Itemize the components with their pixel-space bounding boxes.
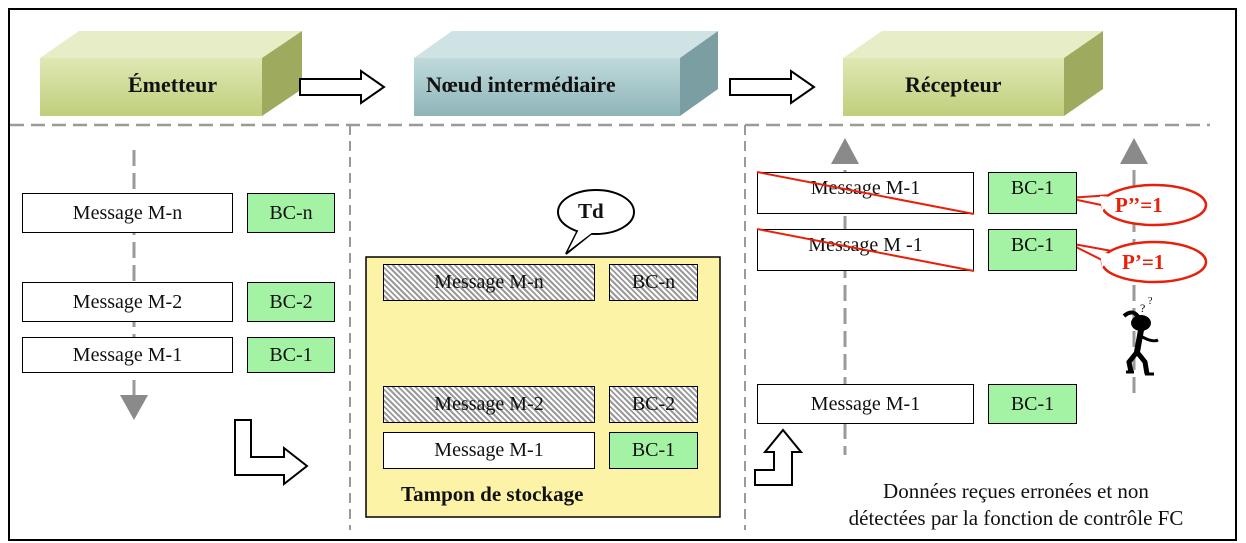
buffer-bc-n: BC-n	[609, 264, 698, 301]
probability-callout-bottom	[1067, 240, 1208, 284]
sender-message-mn: Message M-n	[22, 193, 233, 233]
buffer-title: Tampon de stockage	[401, 482, 584, 506]
receiver-note-line1: Données reçues erronées et non	[883, 479, 1149, 503]
probability-p1: P’=1	[1122, 250, 1165, 274]
diagram-frame	[8, 8, 1237, 541]
bent-arrow-to-receiver-icon	[754, 428, 804, 486]
arrow-noeud-to-recepteur-icon	[729, 69, 816, 105]
sender-bc-2: BC-2	[247, 282, 335, 322]
sender-message-m1: Message M-1	[22, 337, 233, 373]
buffer-message-mn: Message M-n	[383, 264, 595, 301]
svg-text:?: ?	[1148, 296, 1153, 307]
receiver-bc-ok: BC-1	[988, 384, 1077, 424]
sender-bc-n: BC-n	[247, 193, 335, 233]
arrow-emetteur-to-noeud-icon	[299, 69, 386, 105]
emetteur-label: Émetteur	[128, 72, 218, 97]
svg-text:?: ?	[1140, 301, 1145, 315]
td-label: Td	[578, 199, 604, 223]
noeud-label: Nœud intermédiaire	[426, 72, 616, 97]
receiver-note: Données reçues erronées et non détectées…	[806, 478, 1226, 532]
buffer-message-m2: Message M-2	[383, 386, 595, 423]
sender-bc-1: BC-1	[247, 337, 335, 373]
sender-flow-arrow-icon	[120, 150, 148, 420]
buffer-bc-1: BC-1	[609, 432, 698, 469]
emetteur-block	[40, 31, 302, 116]
probability-p2: P’’=1	[1115, 193, 1163, 217]
probability-callout-top	[1067, 183, 1208, 227]
recepteur-label: Récepteur	[905, 72, 1002, 97]
td-bubble	[557, 189, 635, 255]
receiver-message-error-2: Message M-1	[757, 172, 974, 214]
buffer-message-m1: Message M-1	[383, 432, 595, 469]
receiver-message-error-1: Message M -1	[757, 229, 974, 271]
noeud-block	[414, 31, 718, 116]
receiver-note-line2: détectées par la fonction de contrôle FC	[848, 506, 1184, 530]
confused-person-icon: ? ?	[1122, 296, 1159, 376]
recepteur-block	[843, 31, 1103, 116]
bent-arrow-to-buffer-icon	[234, 419, 309, 487]
buffer-bc-2: BC-2	[609, 386, 698, 423]
receiver-bc-error-1: BC-1	[988, 229, 1077, 271]
sender-message-m2: Message M-2	[22, 282, 233, 322]
receiver-message-ok: Message M-1	[757, 384, 974, 424]
receiver-bc-error-2: BC-1	[988, 172, 1077, 214]
